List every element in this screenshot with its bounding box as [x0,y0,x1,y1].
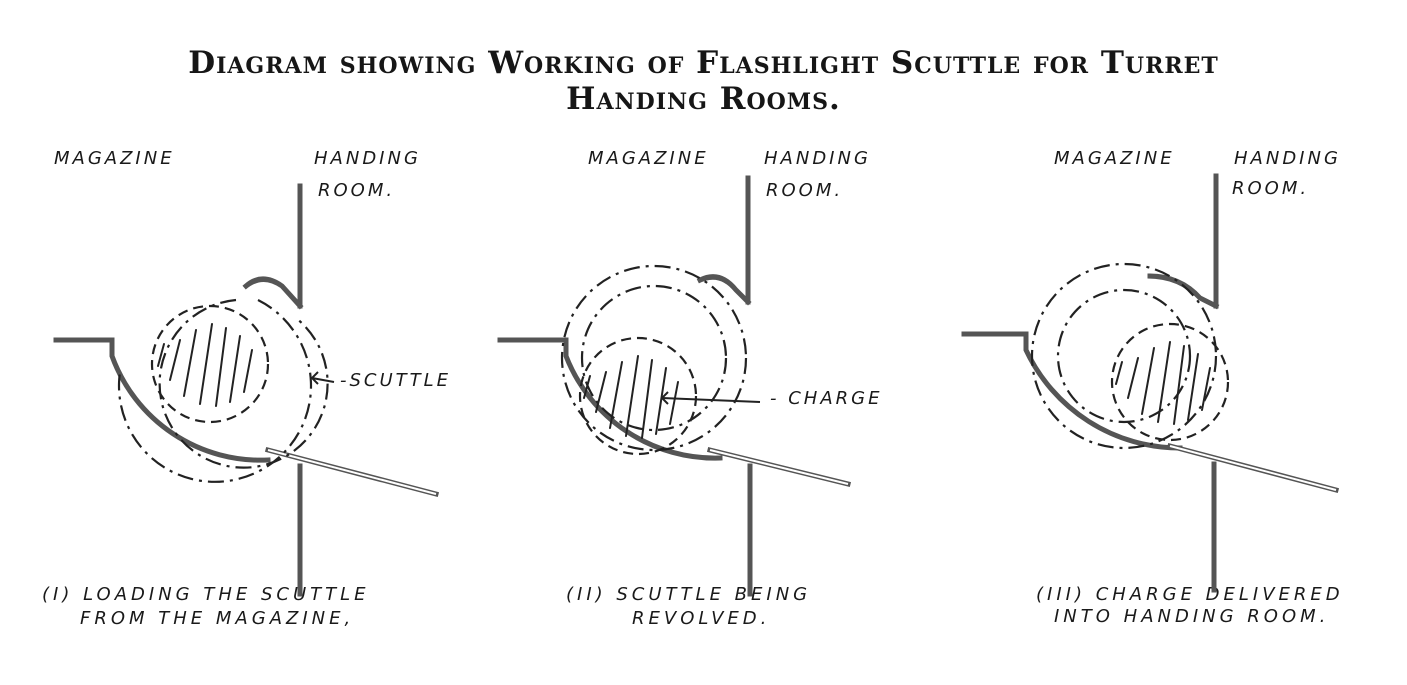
panel3-charge-hatch [1115,341,1211,425]
panel1-scuttle-annotation: -SCUTTLE [340,370,452,391]
panel3-outer-casing [961,331,1183,451]
panel1-handing-label: HANDING [314,148,421,169]
panel1-upper-guard [242,276,304,310]
panel2-charge-arrow [660,391,761,405]
panel3-scuttle-drum [1030,262,1218,450]
panel2-handing-label: HANDING [764,148,871,169]
panel2-charge [578,336,698,456]
panel3-caption-line2: INTO HANDING ROOM. [1054,606,1330,627]
panel1-drawing [53,183,440,597]
panel1-charge [150,304,270,424]
diagram-title-line2: Handing Rooms. [566,81,841,117]
panel3-upper-guard [1147,273,1220,310]
panel1-outer-casing [53,337,271,463]
panel1-caption-line1: (I) LOADING THE SCUTTLE [42,584,370,605]
panel3-handing-label: HANDING [1234,148,1341,169]
panel3-magazine-label: MAGAZINE [1054,148,1175,169]
panel2-outer-casing [497,337,723,461]
panel2-caption-line1: (II) SCUTTLE BEING [566,584,812,605]
panel2-drawing [497,175,852,597]
panel1-scuttle-arrow [310,371,335,385]
panel2-upper-guard [696,274,752,306]
panel3-caption-line1: (III) CHARGE DELIVERED [1036,584,1344,605]
panel3-room-label: ROOM. [1232,178,1310,199]
panel2-magazine-label: MAGAZINE [588,148,709,169]
panel3-charge [1110,322,1230,442]
panel2-scuttle-drum [560,264,748,452]
panel1-charge-hatch [157,323,253,407]
panel3-drawing [961,173,1340,593]
diagram-title-line1: Diagram showing Working of Flashlight Sc… [188,45,1219,81]
panel1-magazine-label: MAGAZINE [54,148,175,169]
panel1-caption-line2: FROM THE MAGAZINE, [80,608,355,629]
panel1-scuttle-drum [158,298,329,469]
panel2-room-label: ROOM. [766,180,844,201]
panel2-charge-hatch [583,355,679,439]
panel1-room-label: ROOM. [318,180,396,201]
panel2-charge-annotation: - CHARGE [770,388,883,409]
panel2-caption-line2: REVOLVED. [632,608,771,629]
